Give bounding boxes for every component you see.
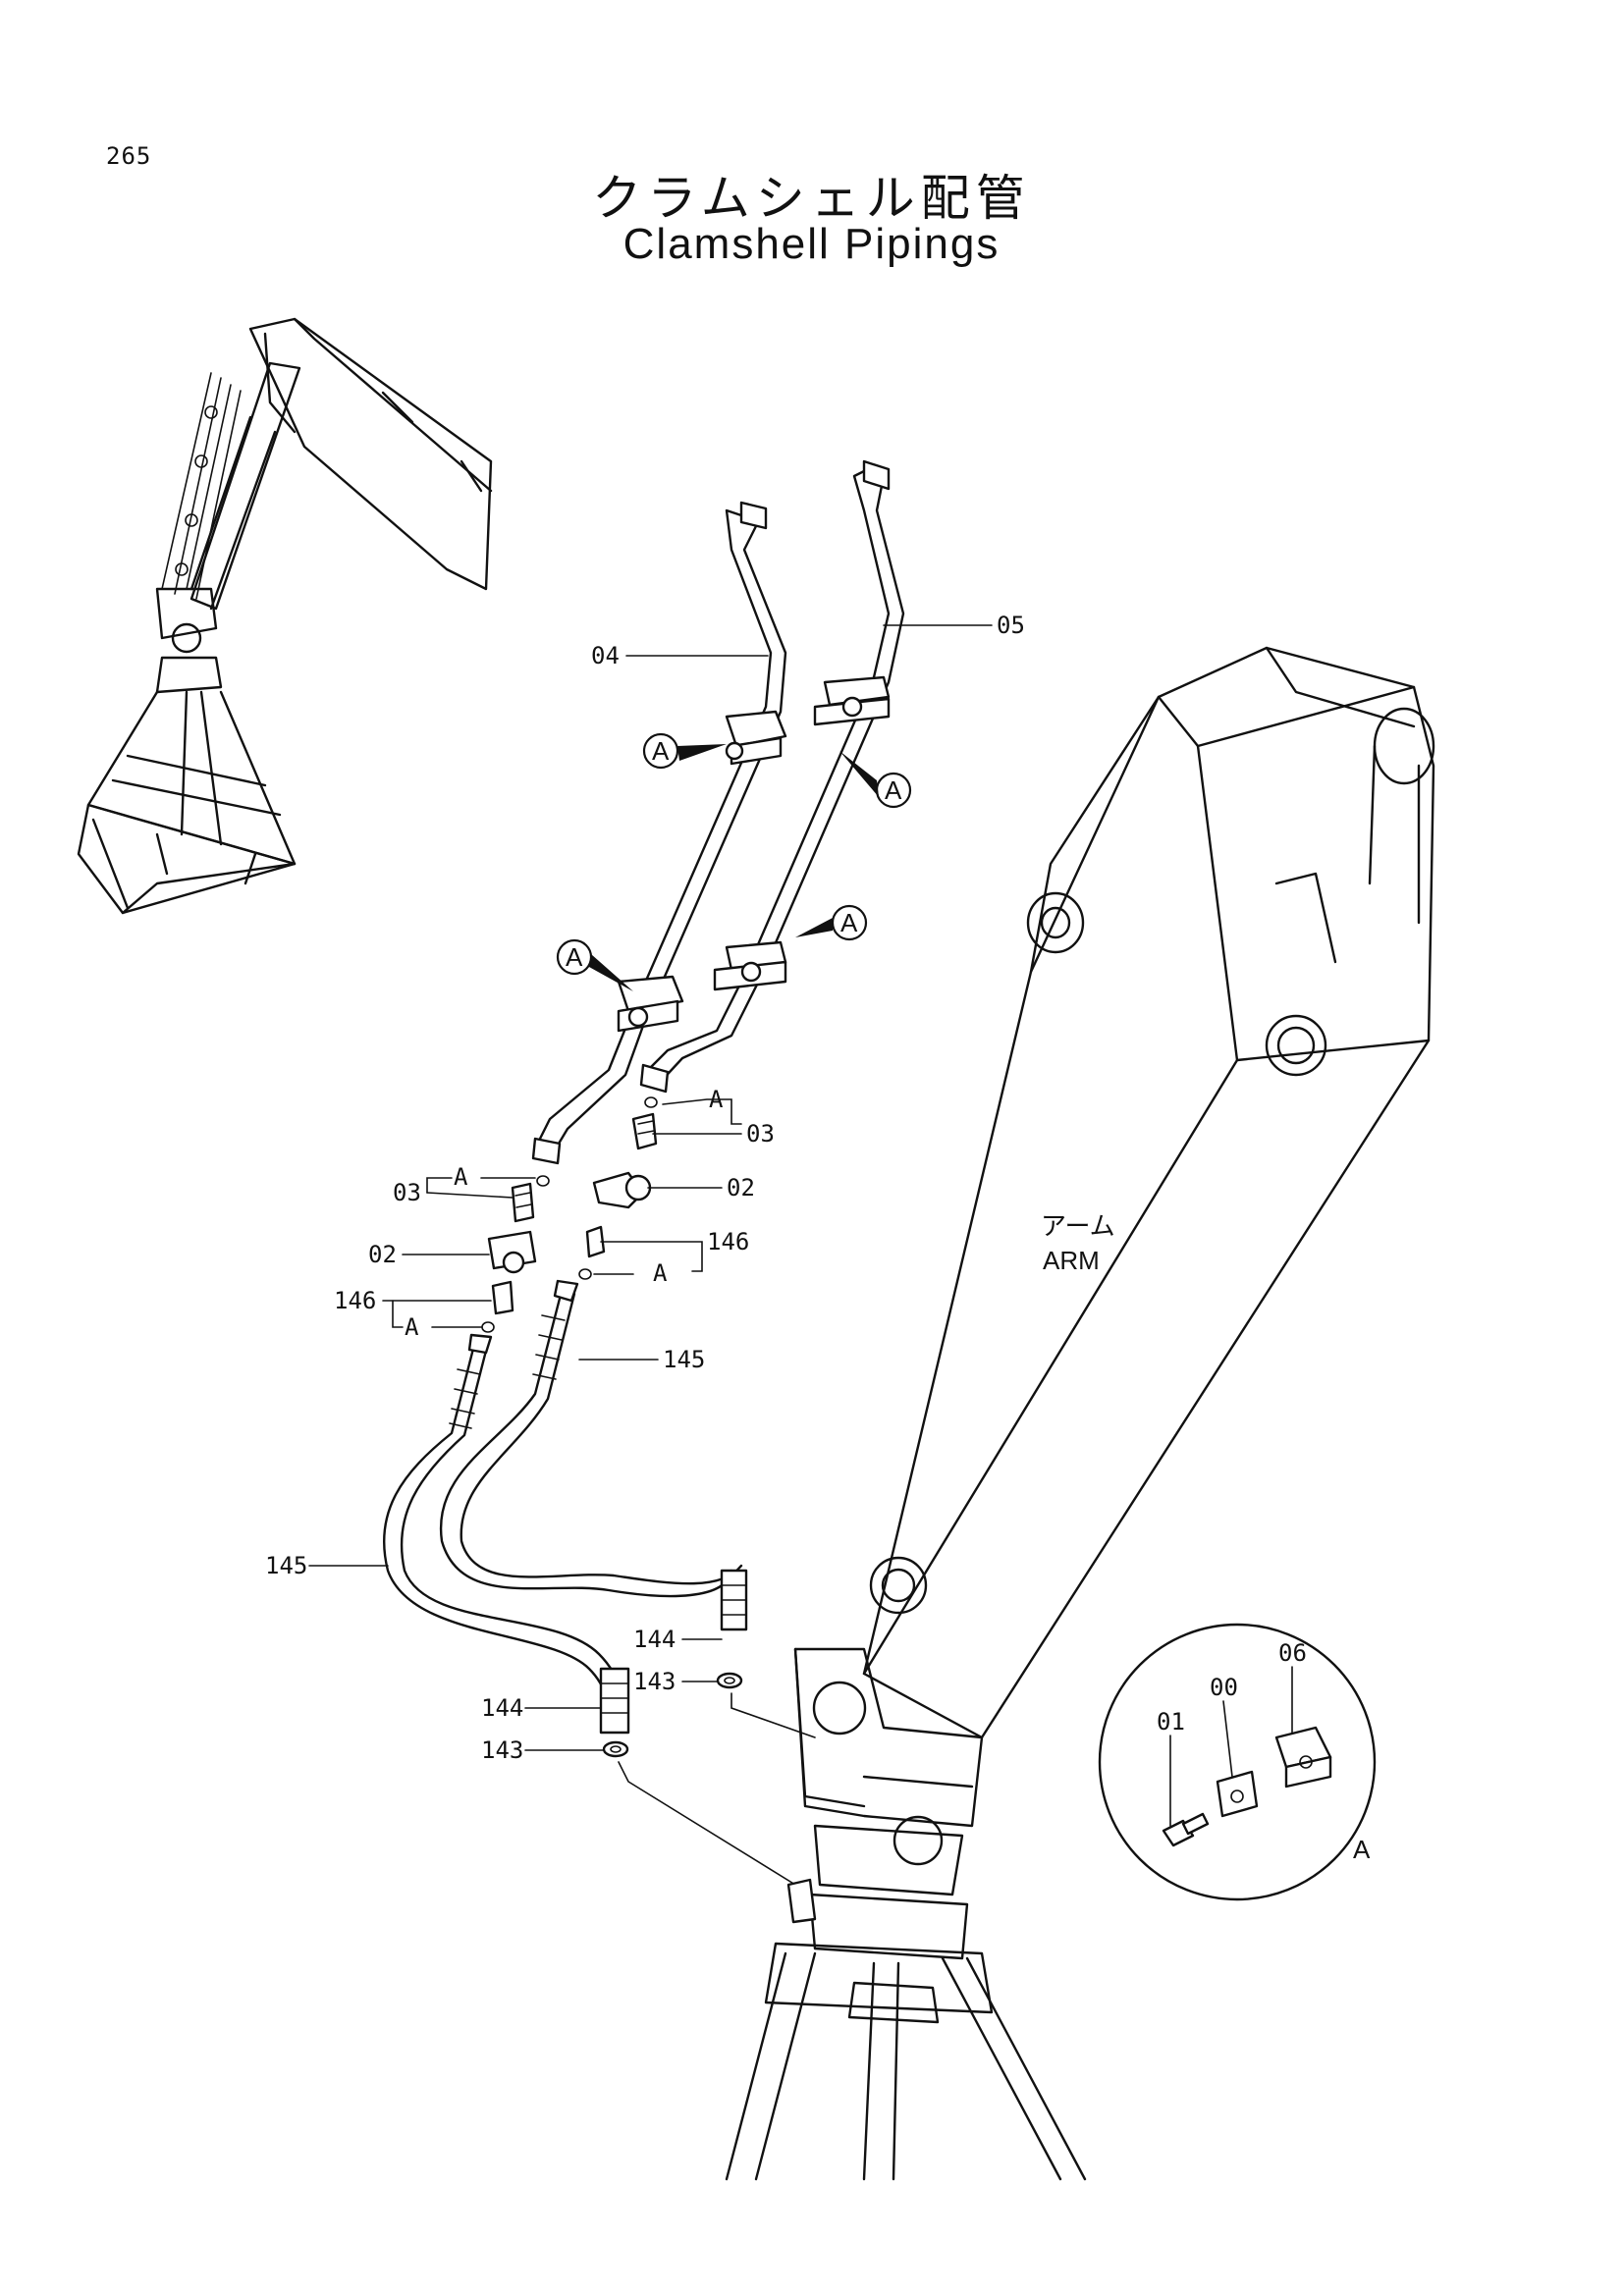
- tee-02-left: [487, 1230, 537, 1274]
- detail-a-letter: A: [1353, 1835, 1371, 1864]
- svg-text:A: A: [652, 736, 670, 766]
- label-a-left-bottom: A: [405, 1313, 419, 1341]
- fitting-03-right: [631, 1112, 658, 1150]
- hose-145-left: [383, 1333, 630, 1735]
- label-143-left: 143: [481, 1736, 523, 1764]
- label-145-left: 145: [265, 1552, 307, 1579]
- label-144-right: 144: [633, 1626, 676, 1653]
- label-05: 05: [997, 612, 1025, 639]
- washer-143-left: [602, 1740, 629, 1758]
- detail-marker-a-2: A: [839, 751, 912, 809]
- label-a-right-bottom: A: [653, 1259, 668, 1287]
- oring-left-bottom: [481, 1321, 495, 1333]
- detail-marker-a-3: A: [556, 938, 633, 991]
- arm-label-japanese: アーム: [1041, 1211, 1115, 1241]
- svg-text:A: A: [566, 942, 583, 972]
- clamshell-overview-illustration: [77, 317, 493, 915]
- label-03-left: 03: [393, 1179, 421, 1206]
- pipe-clamp-upper-left: [725, 710, 787, 766]
- arm-label-english: ARM: [1043, 1246, 1100, 1275]
- label-00: 00: [1210, 1674, 1238, 1701]
- page-number: 265: [106, 142, 152, 170]
- label-145-right: 145: [663, 1346, 705, 1373]
- fitting-146-right: [585, 1225, 606, 1258]
- oring-left-top: [536, 1175, 550, 1187]
- elbow-02-right: [592, 1171, 652, 1209]
- callout-labels: 04 05 A 03 02 146 A 145 A 03 02 146 A 14…: [265, 612, 1025, 1764]
- label-02-left: 02: [368, 1241, 397, 1268]
- pipe-clamp-lower-left: [617, 975, 684, 1033]
- pipe-clamp-lower-right: [713, 940, 787, 991]
- callout-leaders: [308, 624, 993, 1751]
- label-01: 01: [1157, 1708, 1185, 1735]
- label-146-right: 146: [707, 1228, 749, 1255]
- oring-right-bottom: [578, 1268, 592, 1280]
- detail-marker-a-4: A: [795, 904, 868, 941]
- washer-143-right: [716, 1672, 743, 1689]
- label-a-left-top: A: [454, 1163, 468, 1191]
- label-a-right-top: A: [709, 1086, 724, 1113]
- hose-145-right: [439, 1279, 748, 1631]
- label-146-left: 146: [334, 1287, 376, 1314]
- label-04: 04: [591, 642, 620, 669]
- fitting-146-left: [491, 1280, 514, 1315]
- detail-a-inset: 01 00 06 A: [1098, 1623, 1377, 1901]
- detail-marker-a-1: A: [642, 732, 727, 770]
- title-japanese: クラムシェル配管: [592, 170, 1031, 227]
- arm-illustration: [725, 646, 1435, 2181]
- svg-text:A: A: [885, 775, 902, 805]
- label-144-left: 144: [481, 1694, 523, 1722]
- pipe-clamp-upper-right: [813, 675, 891, 726]
- oring-right-top: [644, 1096, 658, 1108]
- title-english: Clamshell Pipings: [622, 220, 1001, 268]
- label-03-right: 03: [746, 1120, 775, 1148]
- fitting-03-left: [511, 1182, 535, 1223]
- label-06: 06: [1278, 1639, 1307, 1667]
- svg-text:A: A: [840, 908, 858, 937]
- label-143-right: 143: [633, 1668, 676, 1695]
- label-02-right: 02: [727, 1174, 755, 1201]
- pipe-04: [531, 501, 787, 1165]
